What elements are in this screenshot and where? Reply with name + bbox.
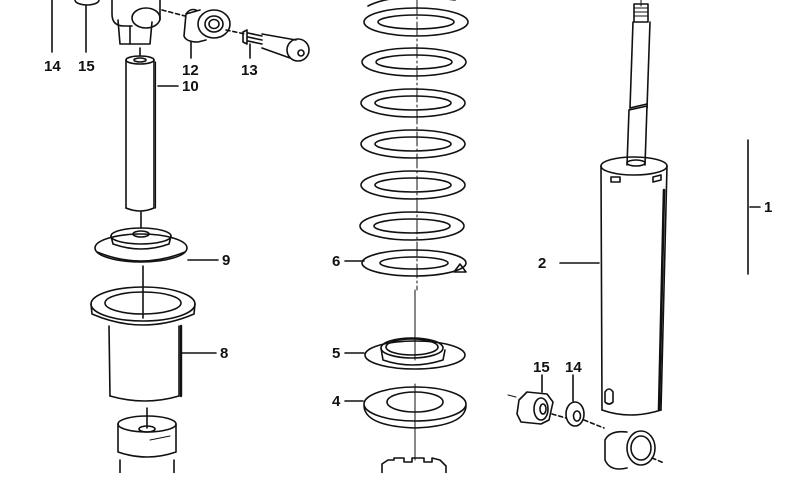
callout-14-bottom: 14 bbox=[565, 359, 582, 376]
callout-4: 4 bbox=[332, 393, 341, 410]
washer-top-icon bbox=[74, 0, 100, 53]
shock-absorber-icon bbox=[559, 0, 668, 470]
callout-6: 6 bbox=[332, 253, 341, 270]
lower-spring-seat-icon bbox=[344, 289, 466, 370]
upper-spring-seat-icon bbox=[94, 211, 219, 263]
callout-15-bottom: 15 bbox=[533, 359, 550, 376]
callout-9: 9 bbox=[222, 252, 231, 269]
washer-bottom-icon bbox=[565, 374, 605, 429]
flat-washer-icon bbox=[344, 383, 467, 461]
nut-bottom-icon bbox=[507, 374, 567, 425]
callout-10: 10 bbox=[182, 78, 199, 95]
bolt-icon bbox=[242, 29, 310, 62]
protective-sleeve-icon bbox=[90, 265, 217, 402]
callout-12: 12 bbox=[182, 62, 199, 79]
rubber-bushing-icon bbox=[183, 8, 246, 59]
callout-5: 5 bbox=[332, 345, 341, 362]
castle-nut-icon bbox=[381, 457, 447, 474]
spacer-tube-icon bbox=[125, 47, 179, 212]
coil-spring-icon bbox=[344, 0, 469, 291]
bump-stop-icon bbox=[117, 407, 177, 474]
eye-fitting-icon bbox=[111, 0, 186, 45]
callout-8: 8 bbox=[220, 345, 229, 362]
callout-2: 2 bbox=[538, 255, 547, 272]
callout-14-top: 15 bbox=[78, 58, 95, 75]
callout-15-top: 14 bbox=[44, 58, 61, 75]
callout-13: 13 bbox=[241, 62, 258, 79]
callout-1: 1 bbox=[764, 199, 773, 216]
assembly-bracket-icon bbox=[747, 139, 761, 275]
